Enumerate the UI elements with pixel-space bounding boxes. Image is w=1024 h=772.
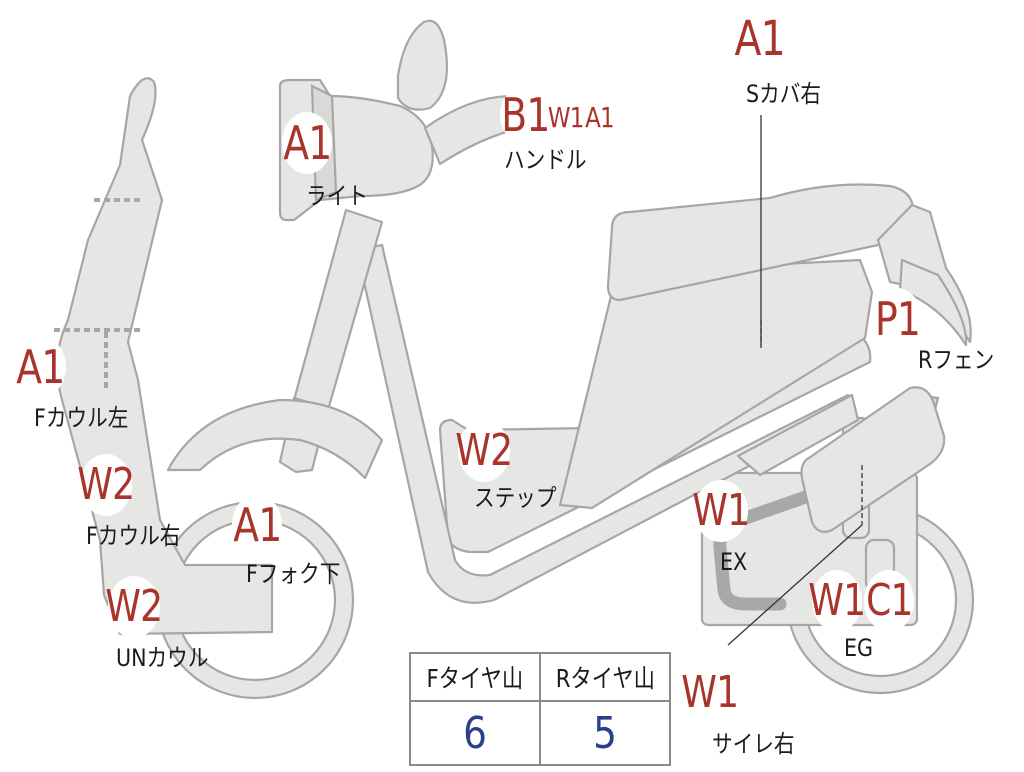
grade-badge-handle-a1: A1 [582, 98, 616, 138]
rear-fender [898, 258, 968, 347]
grade-badge-silencer-right: W1 [682, 662, 739, 724]
grade-badge-light: A1 [282, 112, 332, 174]
grade-badge-un-cowl: W2 [106, 576, 163, 638]
tire-tread-table: Fタイヤ山 Rタイヤ山 6 5 [409, 652, 671, 766]
part-label-eg: EG [844, 634, 874, 662]
front-fork-upper [292, 208, 384, 412]
grade-badge-f-cowl-right: W2 [78, 454, 135, 516]
windscreen [396, 19, 448, 111]
part-label-handle: ハンドル [504, 146, 587, 174]
silencer [800, 386, 946, 533]
part-label-f-cowl-right: Fカウル右 [86, 522, 181, 550]
front-fender [166, 398, 384, 480]
part-label-step: ステップ [474, 484, 557, 512]
grade-badge-handle-b1: B1 [500, 86, 550, 144]
tire-header-rear: Rタイヤ山 [541, 654, 669, 702]
part-label-ex: EX [720, 548, 748, 576]
part-label-s-cover-right: Sカバ右 [746, 80, 822, 108]
part-label-silencer-right: サイレ右 [712, 730, 795, 758]
part-label-light: ライト [306, 182, 368, 210]
grade-badge-f-cowl-left: A1 [14, 336, 66, 398]
part-label-f-fork-lower: Fフォク下 [246, 560, 341, 588]
tire-value-front: 6 [411, 702, 541, 764]
grade-badge-handle-w1: W1 [548, 98, 584, 138]
tire-value-rear: 5 [593, 707, 617, 759]
tire-header-front: Fタイヤ山 [411, 654, 541, 702]
grade-badge-step: W2 [456, 420, 513, 482]
part-label-f-cowl-left: Fカウル左 [34, 404, 129, 432]
grade-badge-ex: W1 [693, 480, 750, 542]
grade-badge-eg-w1: W1 [809, 570, 866, 632]
part-label-un-cowl: UNカウル [116, 644, 209, 672]
grade-badge-f-fork-lower: A1 [232, 494, 282, 556]
grade-badge-s-cover-right: A1 [734, 6, 786, 72]
part-label-r-fender: Rフェン [918, 346, 995, 374]
grade-badge-eg-c1: C1 [864, 570, 914, 632]
swing-arm [736, 393, 860, 477]
grade-badge-r-fender: P1 [872, 288, 922, 350]
